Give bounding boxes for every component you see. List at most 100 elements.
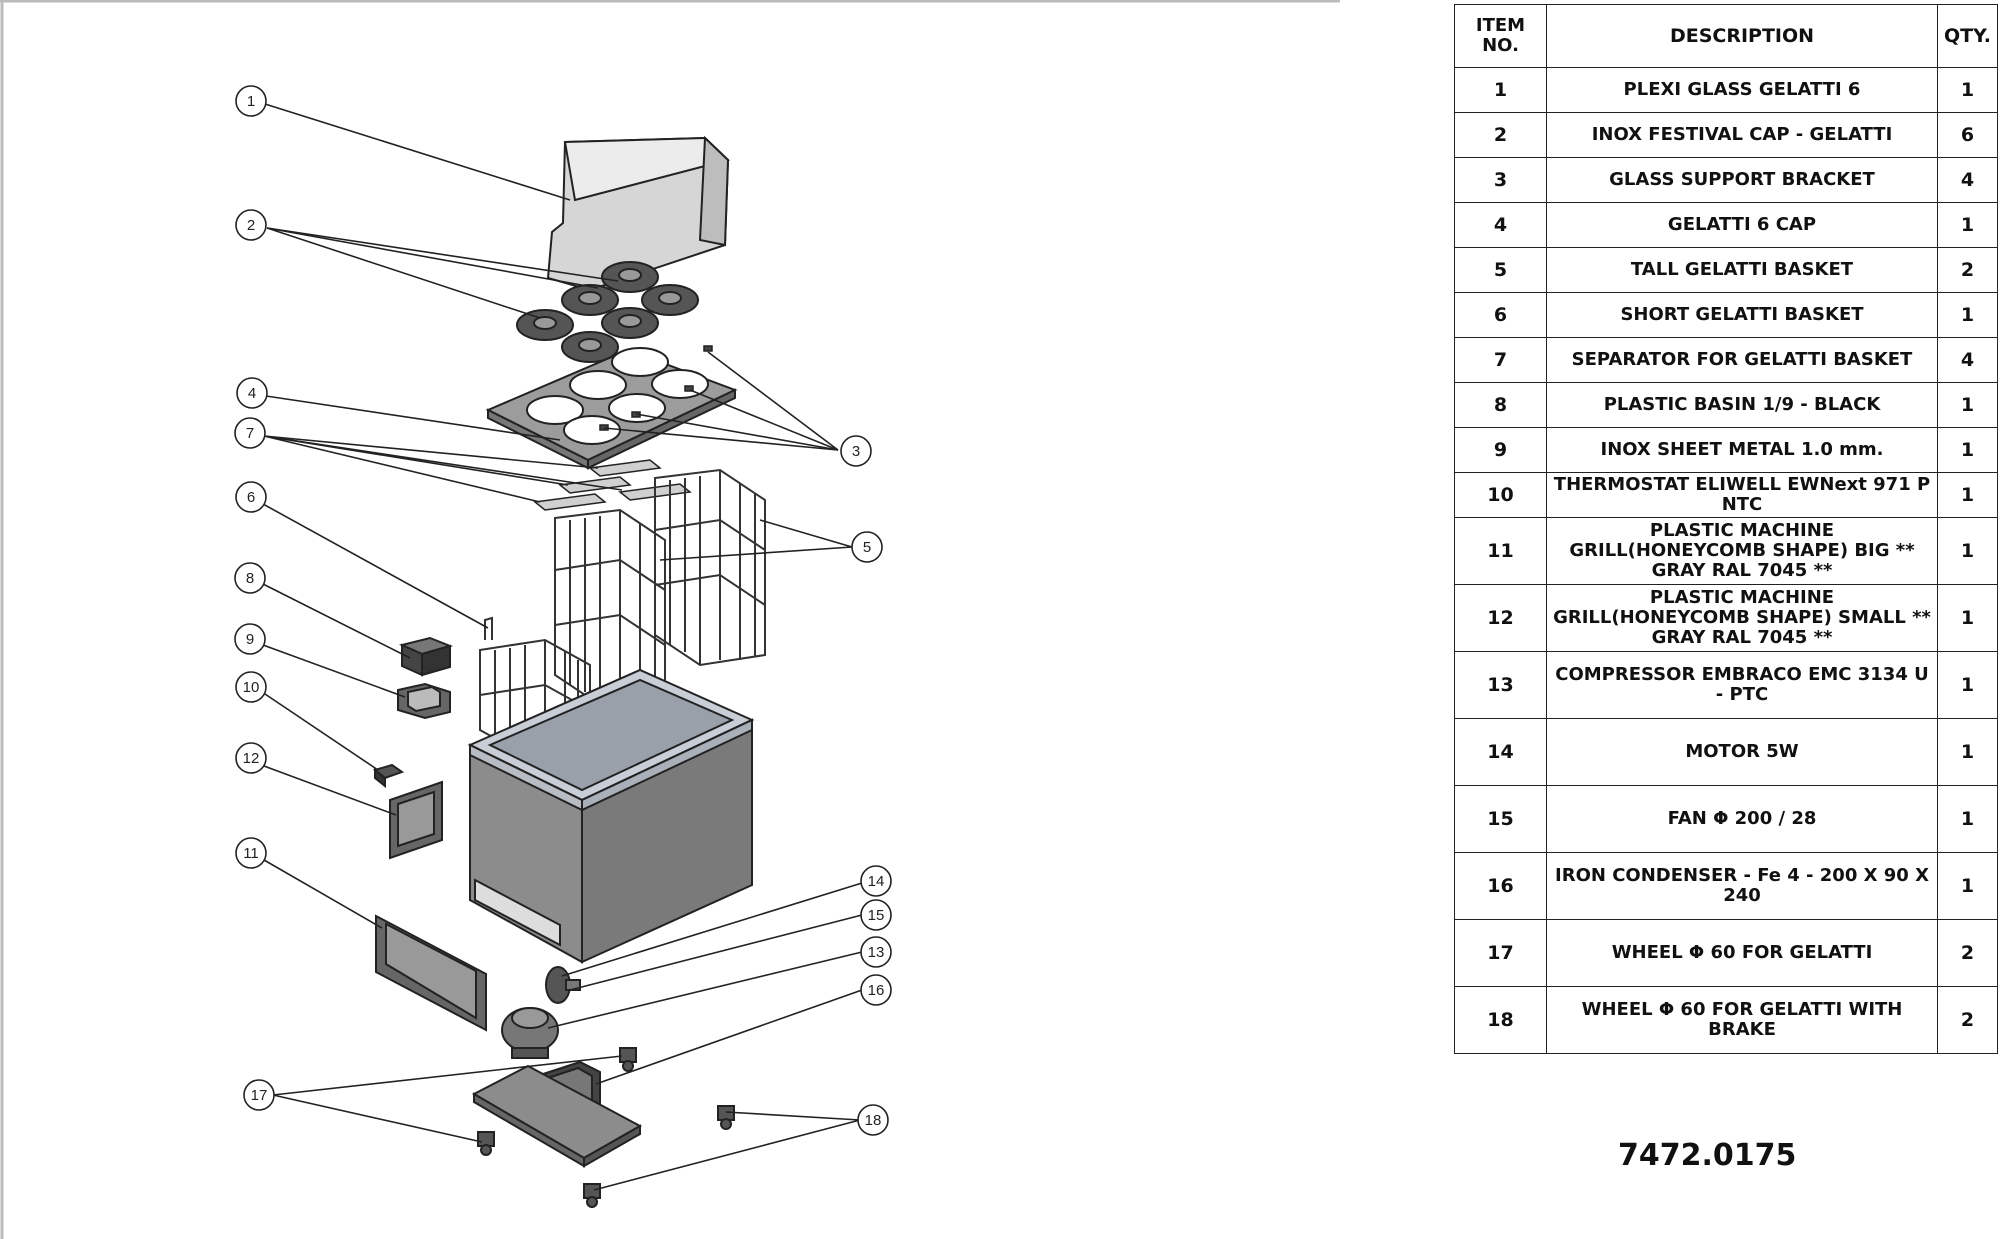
part-sheet-metal (397, 682, 451, 720)
part-wheels (477, 1047, 735, 1208)
cell-item: 12 (1454, 584, 1547, 652)
svg-text:3: 3 (852, 443, 860, 460)
table-row: 4 GELATTI 6 CAP 1 (1454, 202, 1998, 248)
cell-qty: 1 (1937, 472, 1998, 518)
table-row: 11 PLASTIC MACHINE GRILL(HONEYCOMB SHAPE… (1454, 517, 1998, 585)
cell-description: SHORT GELATTI BASKET (1546, 292, 1938, 338)
cell-item: 10 (1454, 472, 1547, 518)
cell-description: PLASTIC BASIN 1/9 - BLACK (1546, 382, 1938, 428)
cell-item: 5 (1454, 247, 1547, 293)
table-row: 14 MOTOR 5W 1 (1454, 718, 1998, 786)
cell-item: 11 (1454, 517, 1547, 585)
balloon-14: 14 (860, 865, 892, 897)
cell-description: PLASTIC MACHINE GRILL(HONEYCOMB SHAPE) B… (1546, 517, 1938, 585)
balloon-17: 17 (243, 1079, 275, 1111)
cell-description: WHEEL Φ 60 FOR GELATTI (1546, 919, 1938, 987)
svg-text:12: 12 (243, 750, 260, 767)
cell-qty: 1 (1937, 852, 1998, 920)
cell-description: GELATTI 6 CAP (1546, 202, 1938, 248)
cell-description: SEPARATOR FOR GELATTI BASKET (1546, 337, 1938, 383)
cell-item: 9 (1454, 427, 1547, 473)
table-row: 8 PLASTIC BASIN 1/9 - BLACK 1 (1454, 382, 1998, 428)
cell-qty: 1 (1937, 785, 1998, 853)
cell-item: 17 (1454, 919, 1547, 987)
cell-description: WHEEL Φ 60 FOR GELATTI WITH BRAKE (1546, 986, 1938, 1054)
part-festival-caps (516, 261, 699, 363)
cell-item: 6 (1454, 292, 1547, 338)
leader-lines (262, 103, 863, 1191)
svg-text:10: 10 (243, 679, 260, 696)
part-big-grill (375, 914, 487, 1032)
table-row: 9 INOX SHEET METAL 1.0 mm. 1 (1454, 427, 1998, 473)
cell-qty: 1 (1937, 718, 1998, 786)
table-row: 7 SEPARATOR FOR GELATTI BASKET 4 (1454, 337, 1998, 383)
svg-text:2: 2 (247, 217, 255, 234)
table-row: 12 PLASTIC MACHINE GRILL(HONEYCOMB SHAPE… (1454, 584, 1998, 652)
table-row: 17 WHEEL Φ 60 FOR GELATTI 2 (1454, 919, 1998, 987)
cell-qty: 1 (1937, 584, 1998, 652)
bill-of-materials-table: ITEM NO. DESCRIPTION QTY. 1 PLEXI GLASS … (1454, 4, 1998, 1054)
table-row: 5 TALL GELATTI BASKET 2 (1454, 247, 1998, 293)
svg-text:9: 9 (246, 631, 254, 648)
table-row: 1 PLEXI GLASS GELATTI 6 1 (1454, 67, 1998, 113)
part-plexi-glass (546, 135, 730, 292)
cell-qty: 1 (1937, 517, 1998, 585)
header-qty: QTY. (1937, 4, 1998, 68)
cell-item: 7 (1454, 337, 1547, 383)
cell-qty: 1 (1937, 67, 1998, 113)
svg-text:6: 6 (247, 489, 255, 506)
balloon-16: 16 (860, 974, 892, 1006)
cell-item: 8 (1454, 382, 1547, 428)
drawing-number: 7472.0175 (1618, 1138, 1797, 1173)
svg-text:4: 4 (248, 385, 256, 402)
balloon-8: 8 (234, 562, 266, 594)
cell-qty: 1 (1937, 202, 1998, 248)
svg-text:18: 18 (865, 1112, 882, 1129)
cell-item: 2 (1454, 112, 1547, 158)
header-description: DESCRIPTION (1546, 4, 1938, 68)
svg-text:13: 13 (868, 944, 885, 961)
cell-item: 1 (1454, 67, 1547, 113)
cell-description: TALL GELATTI BASKET (1546, 247, 1938, 293)
part-separators (533, 459, 692, 511)
part-plastic-basin (398, 636, 454, 677)
table-row: 15 FAN Φ 200 / 28 1 (1454, 785, 1998, 853)
table-row: 3 GLASS SUPPORT BRACKET 4 (1454, 157, 1998, 203)
svg-text:8: 8 (246, 570, 254, 587)
balloon-18: 18 (857, 1104, 889, 1136)
cell-description: PLEXI GLASS GELATTI 6 (1546, 67, 1938, 113)
svg-text:17: 17 (251, 1087, 268, 1104)
table-row: 2 INOX FESTIVAL CAP - GELATTI 6 (1454, 112, 1998, 158)
balloon-2: 2 (235, 209, 267, 241)
cell-item: 4 (1454, 202, 1547, 248)
cell-qty: 1 (1937, 382, 1998, 428)
cell-qty: 6 (1937, 112, 1998, 158)
cell-qty: 1 (1937, 651, 1998, 719)
cell-description: COMPRESSOR EMBRACO EMC 3134 U - PTC (1546, 651, 1938, 719)
cell-description: IRON CONDENSER - Fe 4 - 200 X 90 X 240 (1546, 852, 1938, 920)
cell-description: FAN Φ 200 / 28 (1546, 785, 1938, 853)
svg-text:11: 11 (243, 845, 259, 862)
svg-text:15: 15 (868, 907, 885, 924)
table-row: 10 THERMOSTAT ELIWELL EWNext 971 P NTC 1 (1454, 472, 1998, 518)
cell-item: 13 (1454, 651, 1547, 719)
svg-text:16: 16 (868, 982, 885, 999)
balloon-5: 5 (851, 531, 883, 563)
balloon-11: 11 (235, 837, 267, 869)
table-row: 18 WHEEL Φ 60 FOR GELATTI WITH BRAKE 2 (1454, 986, 1998, 1054)
cell-description: GLASS SUPPORT BRACKET (1546, 157, 1938, 203)
bom-header-row: ITEM NO. DESCRIPTION QTY. (1454, 4, 1998, 68)
part-cabinet (467, 668, 755, 964)
part-thermostat (372, 763, 405, 789)
cell-qty: 2 (1937, 247, 1998, 293)
svg-text:7: 7 (246, 425, 254, 442)
balloon-1: 1 (235, 85, 267, 117)
svg-text:14: 14 (868, 873, 885, 890)
cell-description: INOX FESTIVAL CAP - GELATTI (1546, 112, 1938, 158)
part-small-grill (389, 780, 443, 860)
cell-description: THERMOSTAT ELIWELL EWNext 971 P NTC (1546, 472, 1938, 518)
cell-item: 16 (1454, 852, 1547, 920)
part-compressor (501, 1007, 559, 1059)
cell-item: 18 (1454, 986, 1547, 1054)
table-row: 6 SHORT GELATTI BASKET 1 (1454, 292, 1998, 338)
